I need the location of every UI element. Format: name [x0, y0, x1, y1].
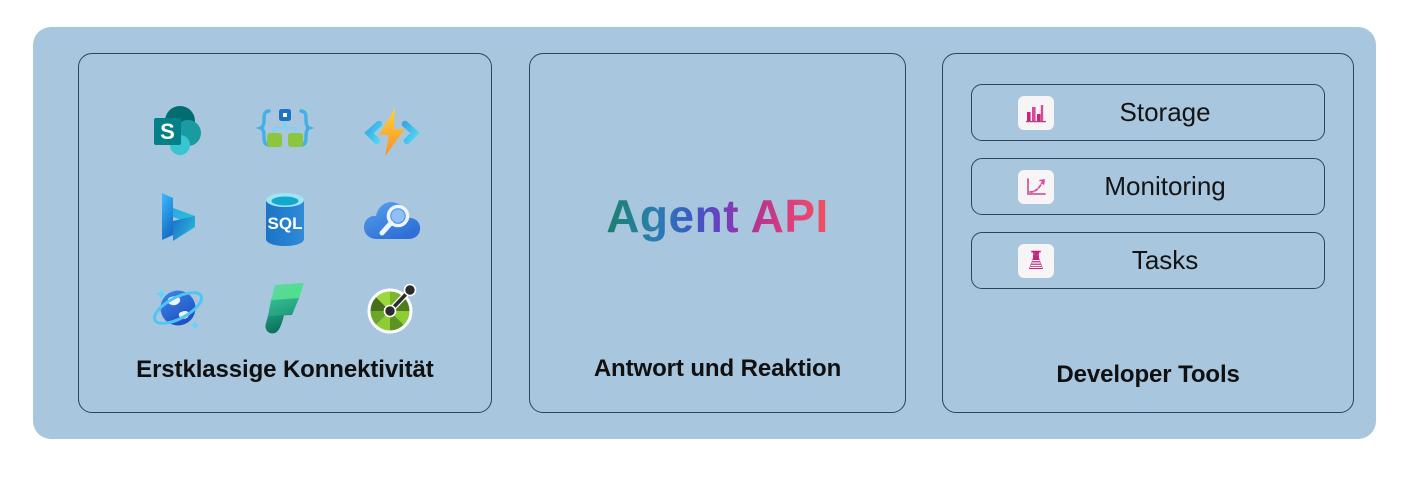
- panel-connectivity-caption: Erstklassige Konnektivität: [136, 356, 434, 383]
- bar-chart-icon: [1018, 95, 1055, 130]
- panel-agent-caption: Antwort und Reaktion: [593, 355, 842, 382]
- developer-tools-list: Storage Monitoring: [943, 84, 1353, 289]
- line-chart-icon: [1018, 169, 1055, 204]
- svg-text:SQL: SQL: [267, 214, 302, 233]
- agent-api-title-wrap: Agent API: [530, 54, 905, 412]
- tool-label-tasks: Tasks: [1131, 245, 1199, 275]
- azure-functions-icon: [362, 102, 422, 162]
- svg-text:S: S: [160, 119, 175, 144]
- azure-sql-database-icon: SQL: [255, 190, 315, 250]
- architecture-diagram: S: [33, 27, 1376, 439]
- azure-cosmos-db-icon: [148, 278, 208, 338]
- logic-apps-schema-icon: [255, 102, 315, 162]
- tool-row-tasks[interactable]: Tasks: [971, 232, 1325, 289]
- microsoft-fabric-icon: [255, 278, 315, 338]
- tool-label-monitoring: Monitoring: [1104, 171, 1226, 201]
- panel-devtools-caption: Developer Tools: [1056, 361, 1240, 388]
- beaker-icon: [1018, 243, 1055, 278]
- tool-row-storage[interactable]: Storage: [971, 84, 1325, 141]
- bing-icon: [148, 190, 208, 250]
- azure-ai-search-icon: [362, 190, 422, 250]
- tool-label-storage: Storage: [1119, 97, 1211, 127]
- connector-icon-grid: S: [79, 88, 491, 352]
- panel-connectivity: S: [78, 53, 492, 413]
- sharepoint-icon: S: [148, 102, 208, 162]
- panel-agent-api: Agent API Antwort und Reaktion: [528, 53, 907, 413]
- panel-developer-tools: Storage Monitoring: [942, 53, 1354, 413]
- dataverse-icon: [362, 278, 422, 338]
- tool-row-monitoring[interactable]: Monitoring: [971, 158, 1325, 215]
- agent-api-title: Agent API: [606, 190, 829, 242]
